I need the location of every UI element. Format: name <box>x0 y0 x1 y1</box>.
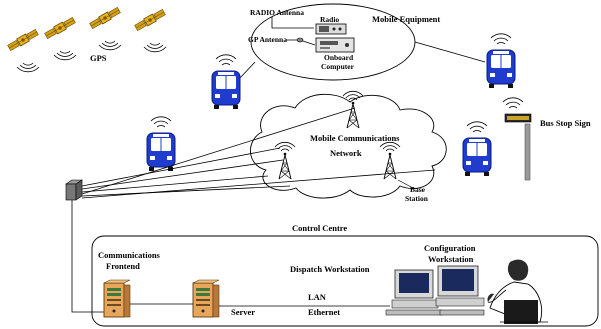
mobile-equipment-label: Mobile Equipment <box>372 14 440 24</box>
satellite-icon <box>44 16 76 40</box>
bus-icon <box>486 49 516 89</box>
network-cloud <box>250 93 447 199</box>
network-label-2: Network <box>330 148 362 158</box>
bus-stop-sign-label: Bus Stop Sign <box>540 118 591 128</box>
satellite-signal-icon <box>53 50 77 61</box>
dispatch-workstation-label: Dispatch Workstation <box>290 264 370 274</box>
signal-icon <box>502 97 524 109</box>
bus-icon <box>211 70 241 110</box>
comm-frontend-server-icon <box>103 279 131 318</box>
base-station-label-2: Station <box>405 194 429 203</box>
onboard-computer-label-1: Onboard <box>324 53 354 62</box>
radio-label: Radio <box>320 15 339 24</box>
config-workstation-icon <box>435 265 485 316</box>
bus-icon <box>462 137 492 177</box>
server-icon <box>192 279 220 318</box>
signal-icon <box>490 33 512 45</box>
comm-frontend-label-1: Communications <box>98 250 161 260</box>
gps-satellites <box>7 6 167 73</box>
operator-icon <box>487 259 548 324</box>
bus-icon <box>146 132 176 172</box>
connection-box-icon <box>65 179 83 201</box>
radio-antenna-cable <box>271 17 314 29</box>
signal-icon <box>466 121 488 133</box>
satellite-signal-icon <box>143 42 167 53</box>
dispatch-workstation-icon <box>385 269 443 316</box>
base-station-pointer <box>397 179 414 189</box>
gps-label: GPS <box>90 53 107 63</box>
bus-stop-sign-icon <box>504 113 532 181</box>
config-workstation-label-2: Workstation <box>428 254 474 264</box>
signal-icon <box>215 54 237 66</box>
base-station-label-1: Base <box>410 185 426 194</box>
satellite-signal-icon <box>16 62 40 73</box>
signal-icon <box>150 116 172 128</box>
gp-antenna-label: GP Antenna <box>248 35 287 44</box>
ethernet-label: Ethernet <box>308 307 340 317</box>
radio-antenna-label: RADIO Antenna <box>250 8 304 17</box>
satellite-icon <box>134 8 166 32</box>
equipment-to-bus-link <box>414 41 486 63</box>
equipment-to-bus-link <box>239 61 256 79</box>
satellite-signal-icon <box>98 40 122 51</box>
server-label: Server <box>231 307 255 317</box>
radio-icon <box>315 23 347 35</box>
control-centre-box <box>91 235 599 327</box>
onboard-computer-label-2: Computer <box>321 62 355 71</box>
link-lines <box>71 107 436 313</box>
satellite-icon <box>89 6 121 30</box>
config-workstation-label-1: Configuration <box>424 243 476 253</box>
onboard-computer-icon <box>315 37 355 53</box>
lan-cable <box>130 303 390 307</box>
satellite-icon <box>7 28 39 52</box>
gp-antenna-icon <box>296 37 304 43</box>
control-centre-label: Control Centre <box>292 223 347 233</box>
comm-frontend-label-2: Frontend <box>106 261 140 271</box>
network-label-1: Mobile Communications <box>310 133 400 143</box>
lan-label: LAN <box>308 292 327 302</box>
